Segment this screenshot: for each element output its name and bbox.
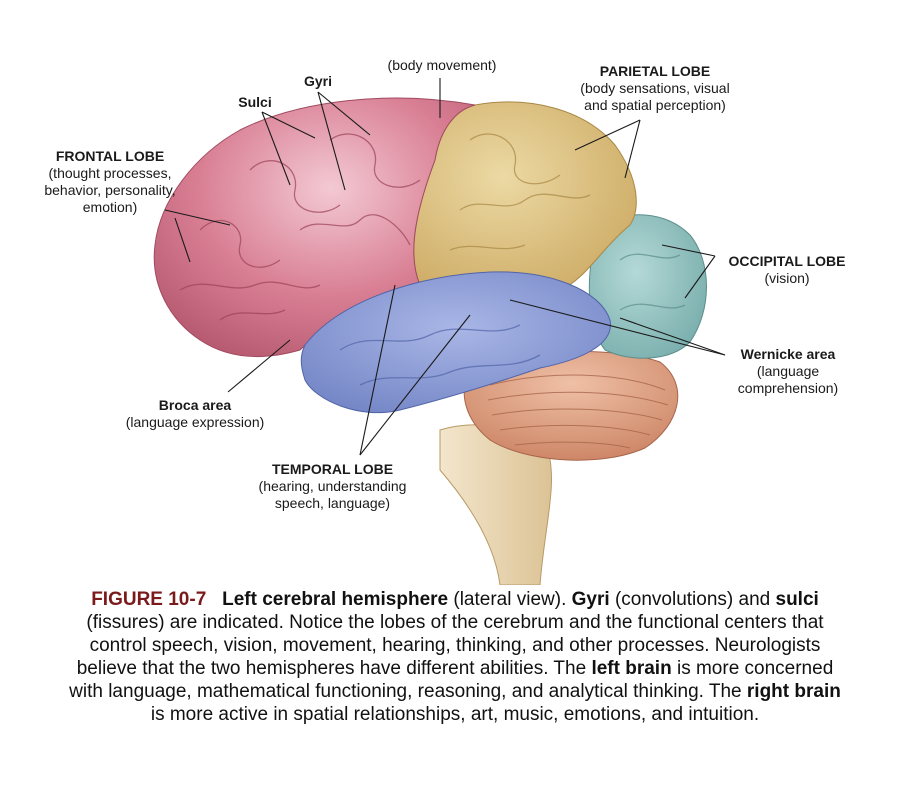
figure-caption: FIGURE 10-7 Left cerebral hemisphere (la… xyxy=(60,588,850,726)
temporal-lobe-label: TEMPORAL LOBE (hearing, understanding sp… xyxy=(235,461,430,512)
parietal-lobe-title: PARIETAL LOBE xyxy=(599,63,711,79)
occipital-lobe-desc: (vision) xyxy=(764,270,810,286)
frontal-lobe-title: FRONTAL LOBE xyxy=(55,148,165,164)
cerebellum-folia xyxy=(487,374,669,449)
parietal-lobe-desc-2: and spatial perception) xyxy=(584,97,726,113)
gyri-label: Gyri xyxy=(296,73,340,90)
caption-text-3: (fissures) are indicated. Notice the lob… xyxy=(76,612,824,679)
caption-right-brain: right brain xyxy=(746,681,841,702)
brain-illustration xyxy=(153,78,726,586)
figure-title: Left cerebral hemisphere xyxy=(222,589,449,610)
caption-text-5: is more active in spatial relationships,… xyxy=(150,704,760,725)
temporal-lobe-title: TEMPORAL LOBE xyxy=(271,461,394,477)
occipital-lobe-label: OCCIPITAL LOBE (vision) xyxy=(712,253,862,287)
caption-text-4: is more concerned with language, mathema… xyxy=(69,658,834,702)
caption-sulci: sulci xyxy=(775,589,819,610)
sulci-label: Sulci xyxy=(230,94,280,111)
leader-lines xyxy=(164,78,726,456)
brain-diagram: (body movement) Gyri Sulci PARIETAL LOBE… xyxy=(25,57,862,586)
parietal-lobe-label: PARIETAL LOBE (body sensations, visual a… xyxy=(555,63,755,114)
frontal-lobe-label: FRONTAL LOBE (thought processes, behavio… xyxy=(25,148,195,216)
occipital-lobe-title: OCCIPITAL LOBE xyxy=(728,253,846,269)
caption-gyri: Gyri xyxy=(571,589,610,610)
gyri-text: Gyri xyxy=(303,73,332,89)
temporal-lobe xyxy=(300,271,611,414)
figure-number: FIGURE 10-7 xyxy=(91,589,207,610)
broca-area-desc: (language expression) xyxy=(125,414,265,430)
temporal-lobe-desc-1: (hearing, understanding xyxy=(258,478,407,494)
gyri-texture xyxy=(179,133,686,386)
frontal-lobe-desc-3: emotion) xyxy=(82,199,138,215)
wernicke-area-desc-1: (language xyxy=(756,363,820,379)
frontal-lobe-desc-2: behavior, personality, xyxy=(44,182,176,198)
wernicke-area-title: Wernicke area xyxy=(740,346,836,362)
parietal-lobe-desc-1: (body sensations, visual xyxy=(580,80,730,96)
broca-area-title: Broca area xyxy=(158,397,232,413)
frontal-lobe-desc-1: (thought processes, xyxy=(48,165,172,181)
wernicke-area-desc-2: comprehension) xyxy=(737,380,839,396)
body-movement-label: (body movement) xyxy=(372,57,512,74)
wernicke-area-label: Wernicke area (language comprehension) xyxy=(718,346,858,397)
sulci-text: Sulci xyxy=(238,94,272,110)
temporal-lobe-desc-2: speech, language) xyxy=(274,495,391,511)
caption-left-brain: left brain xyxy=(591,658,672,679)
body-movement-text: (body movement) xyxy=(387,57,497,73)
caption-text-2: (convolutions) and xyxy=(609,589,776,610)
caption-text-1: (lateral view). xyxy=(448,589,572,610)
broca-area-label: Broca area (language expression) xyxy=(100,397,290,431)
